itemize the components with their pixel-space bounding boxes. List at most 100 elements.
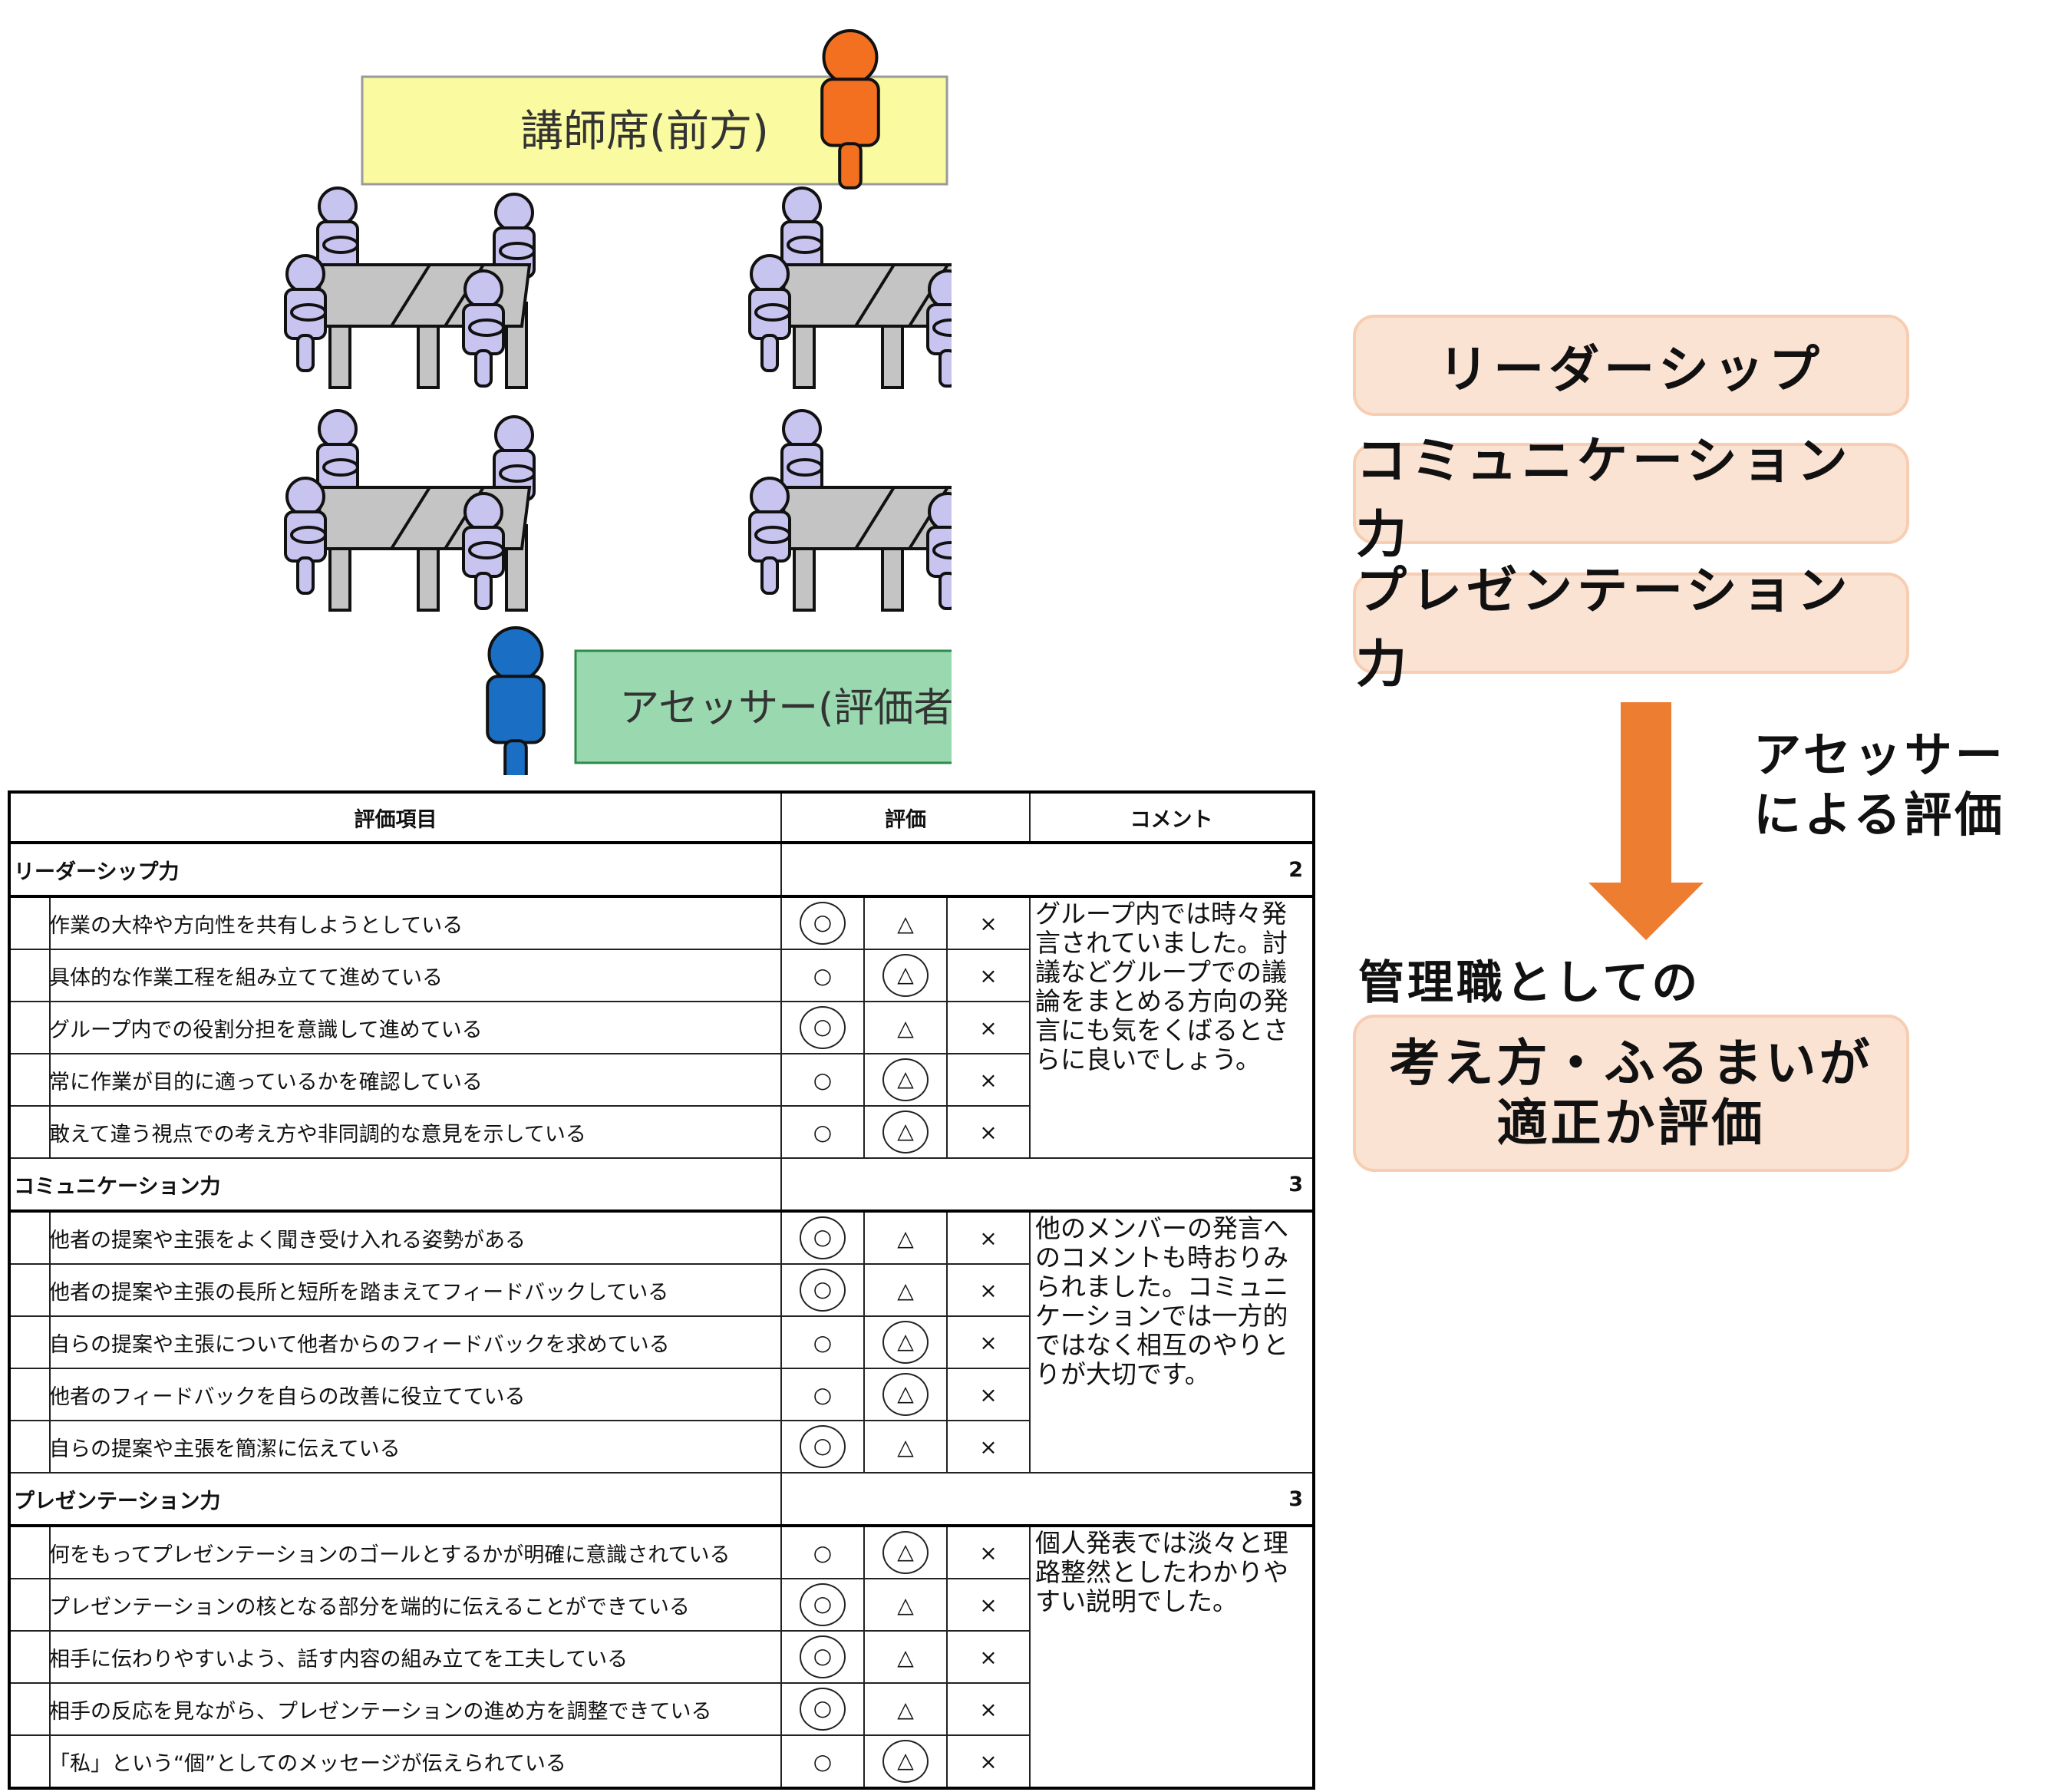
- criterion-row: 他者のフィードバックを自らの改善に役立てている○△×: [8, 1368, 1314, 1421]
- indent-spacer: [11, 950, 51, 1001]
- rating-option: △: [863, 1630, 948, 1684]
- rating-option: △: [863, 896, 948, 950]
- rating-option: ○: [780, 1053, 865, 1107]
- rating-mark: △: [897, 1277, 914, 1303]
- criterion-row: 自らの提案や主張について他者からのフィードバックを求めている○ △ ×: [8, 1315, 1314, 1369]
- criterion-text: 敢えて違う視点での考え方や非同調的な意見を示している: [49, 1122, 586, 1147]
- rating-mark: ×: [979, 1696, 998, 1722]
- rating-mark: ○: [813, 1748, 833, 1774]
- rating-mark-selected: ○: [800, 902, 846, 945]
- rating-mark: ×: [979, 1748, 998, 1774]
- table-header-row: 評価項目 評価 コメント: [8, 791, 1315, 844]
- criterion-text: 自らの提案や主張を簡潔に伝えている: [49, 1437, 401, 1461]
- criterion-row: 具体的な作業工程を組み立てて進めている○△×: [8, 949, 1314, 1002]
- criterion-text: グループ内での役割分担を意識して進めている: [49, 1018, 483, 1042]
- rating-option: ×: [945, 1682, 1031, 1736]
- criterion-cell: 他者のフィードバックを自らの改善に役立てている: [8, 1368, 782, 1421]
- rating-option: ×: [945, 1525, 1031, 1579]
- rating-option: ○: [780, 949, 865, 1002]
- criterion-cell: グループ内での役割分担を意識して進めている: [8, 1001, 782, 1054]
- rating-option: △: [863, 1525, 948, 1579]
- indent-spacer: [11, 1421, 51, 1472]
- rating-option: ×: [945, 1368, 1031, 1421]
- skill-label: プレゼンテーション力: [1356, 561, 1852, 694]
- criterion-cell: 他者の提案や主張をよく聞き受け入れる姿勢がある: [8, 1210, 782, 1265]
- category-name: プレゼンテーション力: [8, 1472, 782, 1527]
- criterion-row: グループ内での役割分担を意識して進めている○△×: [8, 1001, 1314, 1054]
- rating-mark-selected: △: [882, 1531, 929, 1574]
- assessor-person-icon: [486, 626, 546, 775]
- criterion-row: 相手の反応を見ながら、プレゼンテーションの進め方を調整できている○△×: [8, 1682, 1314, 1736]
- rating-mark: ×: [979, 1015, 998, 1041]
- rating-mark: ×: [979, 1592, 998, 1618]
- rating-mark: △: [897, 1434, 914, 1460]
- criterion-cell: 何をもってプレゼンテーションのゴールとするかが明確に意識されている: [8, 1525, 782, 1579]
- rating-option: ×: [945, 896, 1031, 950]
- discussion-tables: [284, 186, 952, 612]
- rating-option: ×: [945, 949, 1031, 1002]
- rating-option: ○: [780, 1001, 865, 1054]
- criterion-cell: 相手の反応を見ながら、プレゼンテーションの進め方を調整できている: [8, 1682, 782, 1736]
- assessor-evaluation-label: アセッサー による評価: [1753, 727, 2006, 843]
- rating-option: ○: [780, 1578, 865, 1632]
- rating-mark: △: [897, 1225, 914, 1251]
- indent-spacer: [11, 1632, 51, 1682]
- rating-option: ○: [780, 1682, 865, 1736]
- criterion-row: 作業の大枠や方向性を共有しようとしている○△×グループ内では時々発言されていまし…: [8, 896, 1315, 1159]
- rating-mark-selected: △: [882, 1058, 929, 1101]
- criterion-cell: プレゼンテーションの核となる部分を端的に伝えることができている: [8, 1578, 782, 1632]
- rating-option: ○: [780, 1315, 865, 1369]
- category-score: 3: [780, 1472, 1315, 1527]
- result-line-1: 考え方・ふるまいが: [1389, 1033, 1873, 1093]
- rating-option: △: [863, 949, 948, 1002]
- criterion-cell: 作業の大枠や方向性を共有しようとしている: [8, 896, 782, 950]
- skill-box-leadership: リーダーシップ: [1353, 315, 1909, 416]
- rating-mark: ○: [813, 1540, 833, 1566]
- rating-mark-selected: △: [882, 1321, 929, 1364]
- rating-option: △: [863, 1263, 948, 1317]
- criterion-cell: 自らの提案や主張について他者からのフィードバックを求めている: [8, 1315, 782, 1369]
- rating-option: ○: [780, 1525, 865, 1579]
- rating-mark: ×: [979, 1067, 998, 1093]
- down-arrow-icon: [1588, 702, 1704, 940]
- criterion-row: 何をもってプレゼンテーションのゴールとするかが明確に意識されている○△×個人発表…: [8, 1525, 1315, 1789]
- indent-spacer: [11, 1369, 51, 1420]
- rating-option: △: [863, 1734, 948, 1789]
- group-table-icon: [284, 186, 536, 389]
- indent-spacer: [11, 1579, 51, 1630]
- assessor-box: [574, 649, 952, 764]
- comment-cell: 他のメンバーの発言へのコメントも時おりみられました。コミュニケーションでは一方的…: [1029, 1210, 1315, 1474]
- indent-spacer: [11, 1002, 51, 1053]
- criterion-text: 相手に伝わりやすいよう、話す内容の組み立てを工夫している: [49, 1647, 628, 1672]
- rating-option: ○: [780, 1210, 865, 1265]
- rating-mark: ×: [979, 1434, 998, 1460]
- criterion-row: 常に作業が目的に適っているかを確認している○△×: [8, 1053, 1314, 1107]
- indent-spacer: [11, 1736, 51, 1787]
- rating-mark: ×: [979, 1277, 998, 1303]
- rating-mark: ○: [813, 1119, 833, 1145]
- assessor-label: アセッサー(評価者): [619, 685, 952, 731]
- criterion-row: プレゼンテーションの核となる部分を端的に伝えることができている○△×: [8, 1578, 1314, 1632]
- header-rating: 評価: [780, 791, 1031, 844]
- rating-option: △: [863, 1053, 948, 1107]
- rating-mark-selected: ○: [800, 1269, 846, 1312]
- management-label: 管理職としての: [1358, 956, 1701, 1010]
- header-comment: コメント: [1029, 791, 1315, 844]
- rating-option: △: [863, 1420, 948, 1474]
- rating-mark: ×: [979, 962, 998, 988]
- rating-mark-selected: △: [882, 1111, 929, 1153]
- comment-cell: グループ内では時々発言されていました。討議などグループでの議論をまとめる方向の発…: [1029, 896, 1315, 1159]
- criterion-row: 自らの提案や主張を簡潔に伝えている○△×: [8, 1420, 1314, 1474]
- rating-mark-selected: ○: [800, 1583, 846, 1626]
- rating-option: ×: [945, 1315, 1031, 1369]
- criterion-text: 他者の提案や主張の長所と短所を踏まえてフィードバックしている: [49, 1280, 669, 1305]
- criterion-row: 他者の提案や主張の長所と短所を踏まえてフィードバックしている ○ △ ×: [8, 1263, 1314, 1317]
- rating-mark: ×: [979, 1381, 998, 1408]
- skill-label: コミュニケーション力: [1356, 431, 1852, 564]
- rating-mark: ×: [979, 910, 998, 936]
- category-name: リーダーシップ力: [8, 842, 782, 898]
- indent-spacer: [11, 1527, 51, 1578]
